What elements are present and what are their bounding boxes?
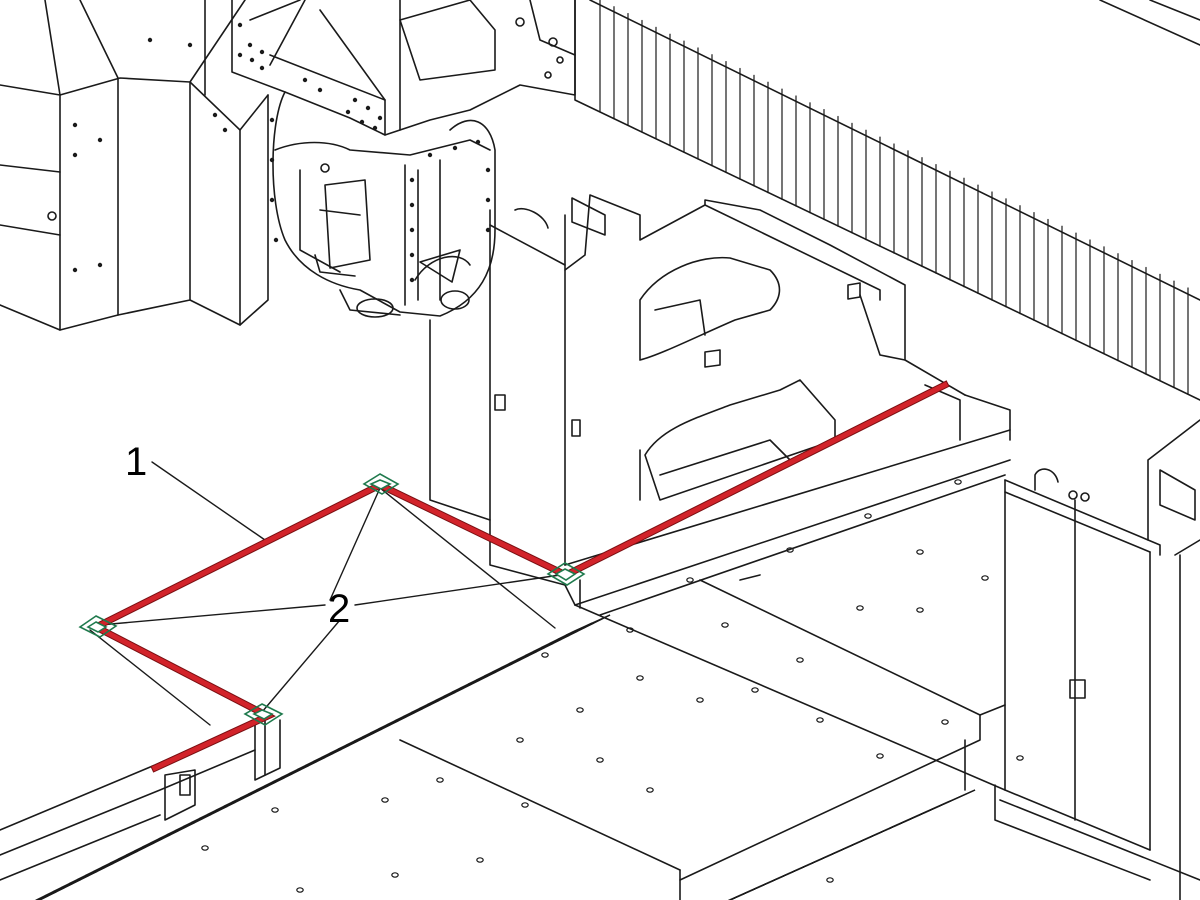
bolt-hole (856, 605, 864, 611)
conveyor-rail (34, 630, 575, 900)
bolt-hole (626, 627, 634, 633)
bolt-hole (916, 607, 924, 613)
bolt-hole (796, 657, 804, 663)
bolt-hole (436, 777, 444, 783)
bolt-hole (816, 717, 824, 723)
bolt-hole (696, 697, 704, 703)
conveyor-slat (728, 895, 739, 900)
callout-leaders (89, 461, 561, 726)
bolt-hole (516, 737, 524, 743)
conveyor-slat (728, 888, 755, 900)
spindle-head (231, 0, 576, 318)
conveyor-slat (35, 887, 65, 900)
chip-conveyor-left (34, 614, 611, 900)
bolt-hole (296, 887, 304, 893)
chip-conveyor-right (727, 789, 976, 900)
seal-clips (78, 473, 586, 726)
bolt-hole (201, 845, 209, 851)
bolt-hole (391, 872, 399, 878)
seal-clip-icon (78, 615, 118, 638)
bolt-hole (876, 753, 884, 759)
bolt-hole (864, 513, 872, 519)
bolt-hole (981, 575, 989, 581)
conveyor-rail (728, 811, 926, 900)
slat-guard (574, 0, 1200, 401)
seal-strip-line (90, 381, 949, 772)
bolt-hole (721, 622, 729, 628)
seal-strip (88, 380, 950, 773)
callout-label-1: 1 (125, 440, 147, 484)
right-gantry-upright (994, 419, 1200, 900)
bolt-hole (596, 757, 604, 763)
slat-guard-slats (599, 0, 1189, 395)
bolt-hole (381, 797, 389, 803)
seal-clip-icon (362, 473, 400, 495)
bolt-hole (751, 687, 759, 693)
bolt-hole (686, 577, 694, 583)
conveyor-slat (728, 892, 747, 900)
conveyor-slat (728, 881, 772, 900)
table-bolt-holes (201, 479, 1024, 893)
bolt-hole (541, 652, 549, 658)
bolt-hole (271, 807, 279, 813)
bolt-hole (576, 707, 584, 713)
conveyor-slat (728, 884, 763, 900)
bolt-hole (646, 787, 654, 793)
seal-clip-icon (546, 562, 586, 586)
bolt-hole (1016, 755, 1024, 761)
machine-table (399, 429, 1011, 900)
left-enclosure (0, 0, 269, 331)
bolt-hole (476, 857, 484, 863)
conveyor-slat (37, 895, 49, 900)
seal-clip-icon (243, 703, 284, 726)
bolt-hole (916, 549, 924, 555)
bolt-hole (521, 802, 529, 808)
bolt-hole (954, 479, 962, 485)
chip-trench (0, 714, 281, 881)
bolt-hole (786, 547, 794, 553)
column-saddle (429, 194, 1011, 586)
bolt-hole (826, 877, 834, 883)
ram-rivets (72, 22, 491, 283)
bolt-hole (636, 675, 644, 681)
callout-label-2: 2 (328, 587, 350, 631)
bolt-hole (941, 719, 949, 725)
